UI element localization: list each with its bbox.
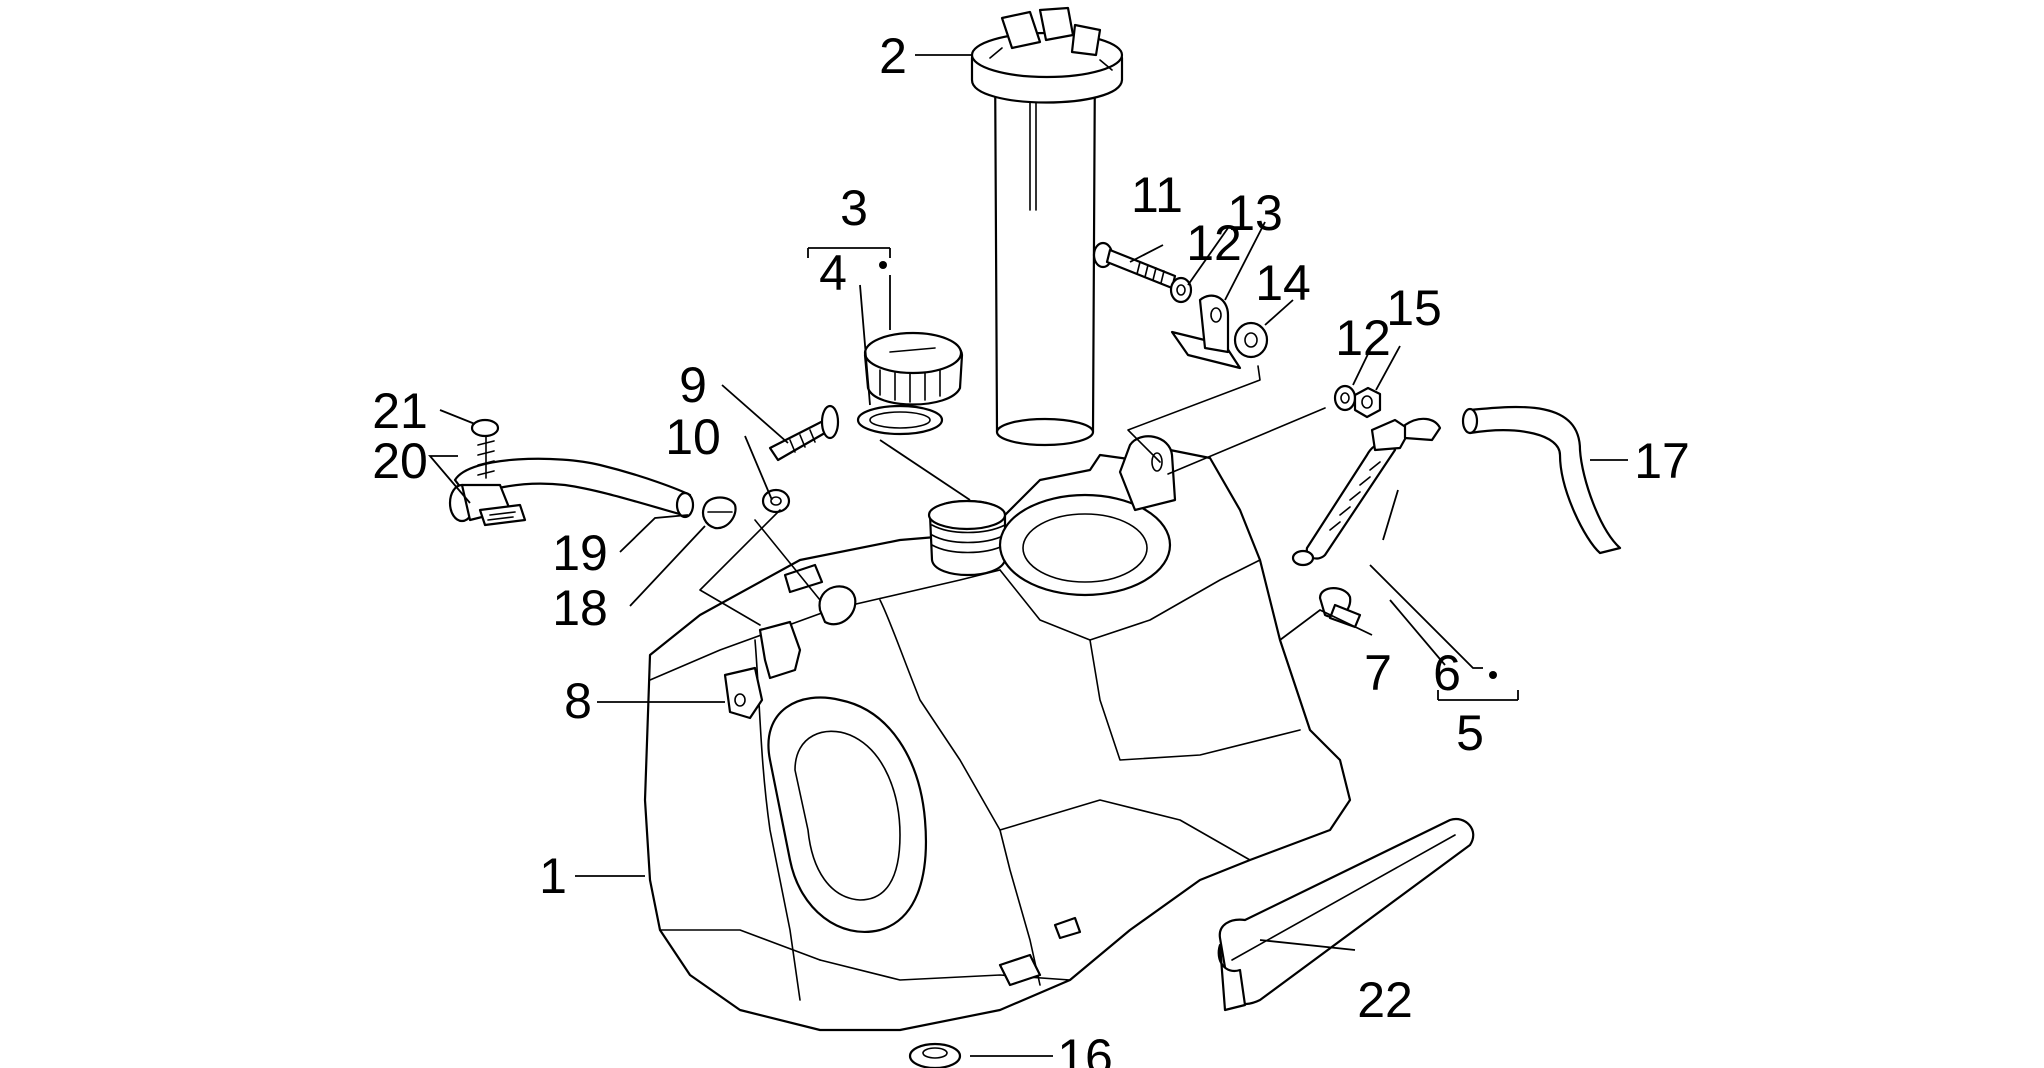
mounting-bracket bbox=[1170, 294, 1242, 370]
sealing-washer bbox=[761, 488, 791, 514]
callout-marker-dot bbox=[1489, 671, 1497, 679]
leader-lines bbox=[428, 54, 1628, 1057]
callout-22: 22 bbox=[1357, 972, 1413, 1028]
callout-8: 8 bbox=[564, 673, 592, 729]
callout-12b: 12 bbox=[1335, 310, 1391, 366]
edge-protection-strip bbox=[1217, 817, 1475, 1012]
callout-17: 17 bbox=[1634, 433, 1690, 489]
callout-5: 5 bbox=[1456, 705, 1484, 761]
callout-labels: 1 2 3 4 5 6 7 8 9 10 11 12 12 13 14 15 1… bbox=[372, 28, 1690, 1068]
callout-9: 9 bbox=[679, 357, 707, 413]
fuel-tank-body bbox=[643, 435, 1352, 1032]
callout-12a: 12 bbox=[1186, 215, 1242, 271]
nut bbox=[1353, 386, 1382, 419]
bolt bbox=[1092, 241, 1177, 290]
fuel-filler-cap bbox=[863, 331, 964, 406]
hose-holder bbox=[448, 483, 527, 527]
callout-15: 15 bbox=[1386, 280, 1442, 336]
callout-16: 16 bbox=[1057, 1029, 1113, 1068]
cap-gasket bbox=[856, 404, 944, 436]
rubber-grommet-upper bbox=[1233, 321, 1269, 359]
washer-right bbox=[1333, 384, 1357, 412]
callout-marker-dot bbox=[879, 261, 887, 269]
callout-20: 20 bbox=[372, 433, 428, 489]
callout-1: 1 bbox=[539, 848, 567, 904]
callout-18: 18 bbox=[552, 580, 608, 636]
callout-13: 13 bbox=[1227, 185, 1283, 241]
drain-screw bbox=[768, 404, 840, 462]
hose-clip-left bbox=[701, 496, 737, 530]
fuel-pickup-tube bbox=[1291, 417, 1442, 567]
callout-10: 10 bbox=[665, 409, 721, 465]
fuel-level-sender bbox=[970, 6, 1124, 447]
callout-11: 11 bbox=[1131, 167, 1183, 223]
rubber-grommet-lower bbox=[908, 1042, 962, 1068]
callout-3: 3 bbox=[840, 180, 868, 236]
self-tapping-screw bbox=[470, 418, 500, 479]
callout-6: 6 bbox=[1433, 645, 1461, 701]
hose-clip-right bbox=[1318, 587, 1362, 629]
callout-21: 21 bbox=[372, 383, 428, 439]
fuel-hose bbox=[1468, 405, 1622, 555]
callout-19: 19 bbox=[552, 525, 608, 581]
callout-2: 2 bbox=[879, 28, 907, 84]
washer-upper bbox=[1169, 276, 1193, 304]
callout-4: 4 bbox=[819, 245, 847, 301]
callout-7: 7 bbox=[1364, 645, 1392, 701]
callout-14: 14 bbox=[1255, 255, 1311, 311]
